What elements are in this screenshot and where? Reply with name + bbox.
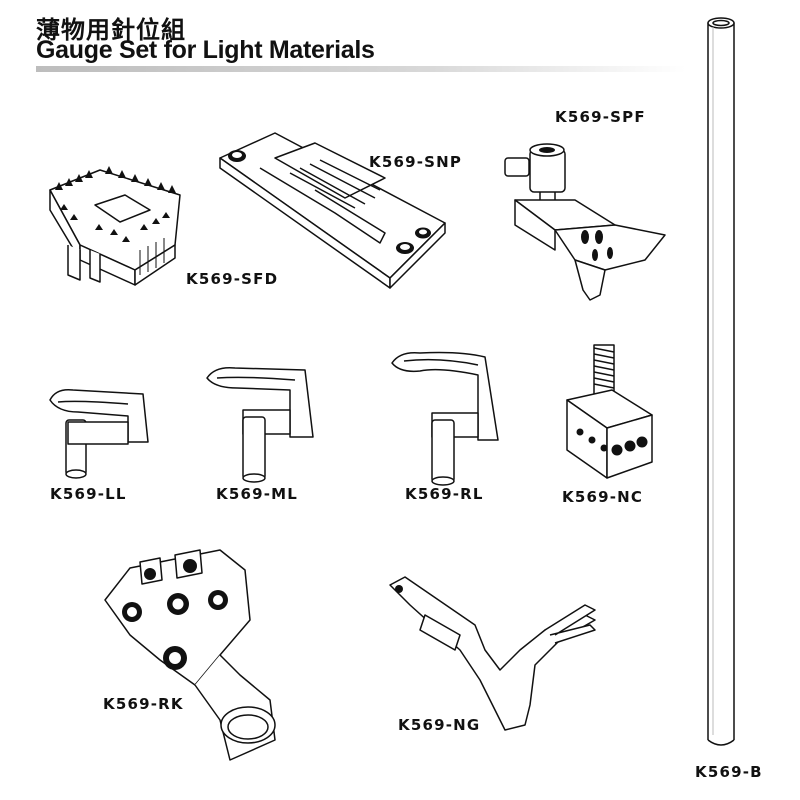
needle-clamp-illustration [562,340,657,490]
presser-foot-illustration [495,140,670,305]
title-underline [36,66,686,72]
needle-holder-rk-illustration [100,540,275,765]
label-k569-snp: K569-SNP [369,153,463,171]
bar-rod-illustration [700,15,740,750]
looper-ml-illustration [205,362,325,487]
label-k569-nc: K569-NC [562,488,644,506]
label-k569-rk: K569-RK [103,695,184,713]
label-k569-sfd: K569-SFD [186,270,279,288]
feed-dog-illustration [40,166,190,290]
label-k569-ll: K569-LL [50,485,127,503]
label-k569-ml: K569-ML [216,485,299,503]
label-k569-spf: K569-SPF [555,108,646,126]
looper-rl-illustration [390,345,500,490]
label-k569-rl: K569-RL [405,485,484,503]
label-k569-b: K569-B [695,763,763,781]
needle-guard-illustration [385,575,600,740]
page-title-chinese: 薄物用針位組 [36,16,186,44]
label-k569-ng: K569-NG [398,716,481,734]
needle-plate-illustration [215,128,450,293]
looper-ll-illustration [48,382,158,482]
page-title-english: Gauge Set for Light Materials [36,36,375,64]
